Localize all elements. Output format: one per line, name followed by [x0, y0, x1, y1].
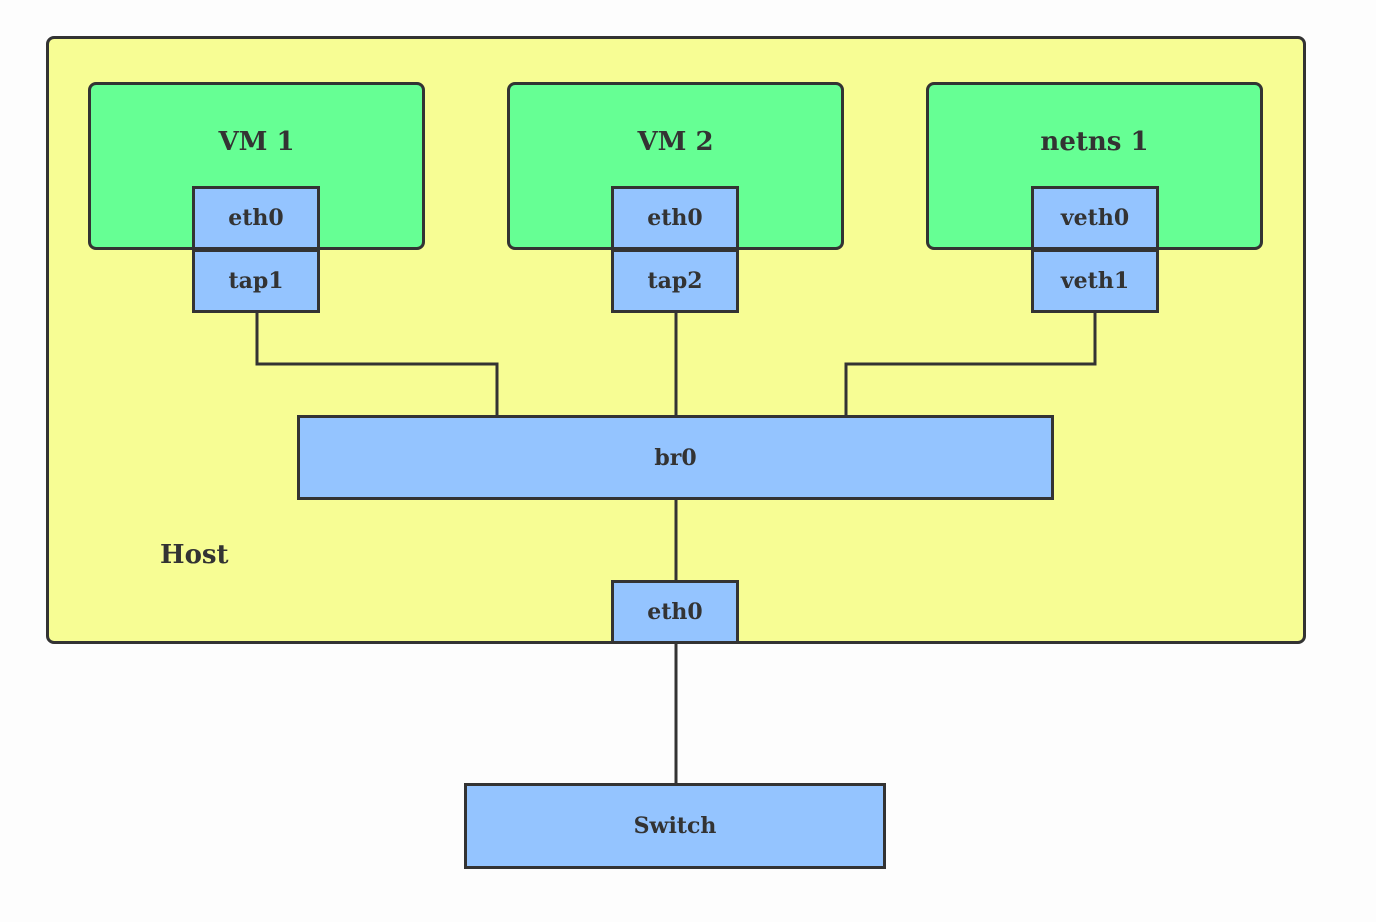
bridge-br0: br0 [297, 415, 1054, 500]
vm2-eth0-interface: eth0 [611, 186, 739, 250]
netns1-box: netns 1 [926, 82, 1263, 250]
veth1-interface: veth1 [1031, 249, 1159, 313]
vm2-box: VM 2 [507, 82, 844, 250]
vm2-title: VM 2 [637, 127, 714, 157]
vm1-eth0-interface: eth0 [192, 186, 320, 250]
netns1-title: netns 1 [1040, 127, 1149, 157]
tap2-interface: tap2 [611, 249, 739, 313]
switch-box: Switch [464, 783, 886, 869]
tap1-interface: tap1 [192, 249, 320, 313]
veth0-interface: veth0 [1031, 186, 1159, 250]
host-eth0-interface: eth0 [611, 580, 739, 644]
host-label: Host [160, 540, 229, 570]
vm1-title: VM 1 [218, 127, 295, 157]
